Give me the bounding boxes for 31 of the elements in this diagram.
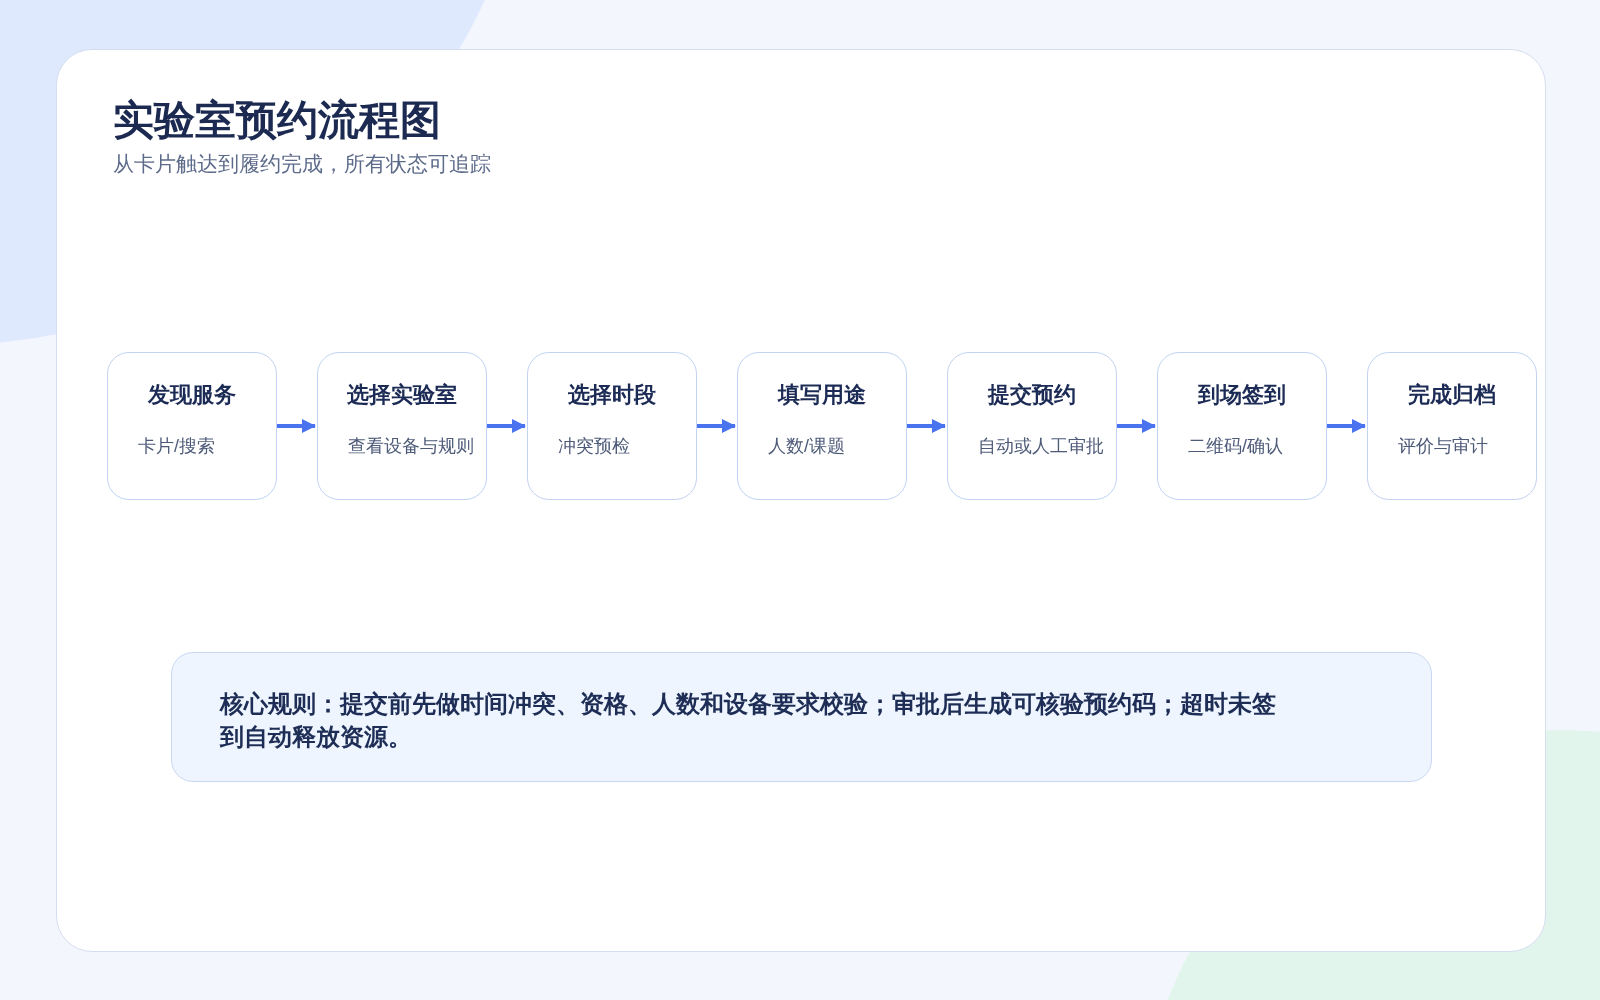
step-description: 自动或人工审批 — [978, 435, 1104, 458]
arrow — [907, 419, 946, 433]
step-title: 完成归档 — [1408, 381, 1496, 409]
note-box — [171, 652, 1432, 782]
step-title: 发现服务 — [148, 381, 236, 409]
step-card — [107, 352, 277, 500]
note-text: 核心规则：提交前先做时间冲突、资格、人数和设备要求校验；审批后生成可核验预约码；超时未签到自动释放资源。 — [220, 689, 1277, 752]
arrow — [487, 419, 526, 433]
step-title: 提交预约 — [988, 381, 1076, 409]
arrow — [1327, 419, 1366, 433]
step-card — [1157, 352, 1327, 500]
step-card — [1367, 352, 1537, 500]
step-title: 填写用途 — [778, 381, 866, 409]
step-card — [527, 352, 697, 500]
step-card — [317, 352, 487, 500]
step-description: 二维码/确认 — [1188, 435, 1283, 458]
arrow — [697, 419, 736, 433]
arrow — [1117, 419, 1156, 433]
step-title: 选择实验室 — [347, 381, 457, 409]
step-description: 评价与审计 — [1398, 435, 1488, 458]
step-description: 卡片/搜索 — [138, 435, 215, 458]
step-description: 冲突预检 — [558, 435, 630, 458]
step-card — [947, 352, 1117, 500]
step-description: 查看设备与规则 — [348, 435, 474, 458]
step-title: 选择时段 — [568, 381, 656, 409]
title: 实验室预约流程图 — [113, 96, 441, 145]
step-title: 到场签到 — [1198, 381, 1286, 409]
step-card — [737, 352, 907, 500]
step-description: 人数/课题 — [768, 435, 845, 458]
arrow — [277, 419, 316, 433]
subtitle: 从卡片触达到履约完成，所有状态可追踪 — [113, 151, 491, 177]
